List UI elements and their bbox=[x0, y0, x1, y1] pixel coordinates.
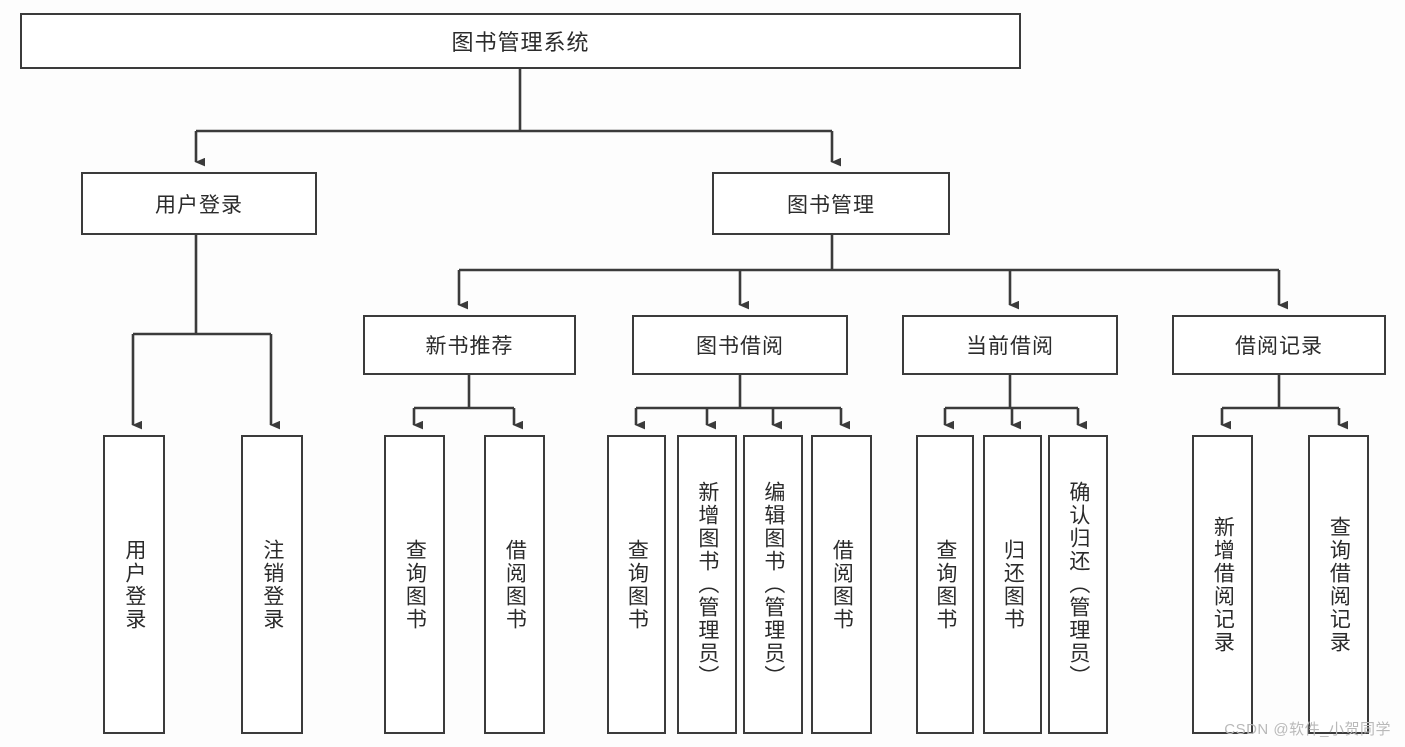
node-book-borrow[interactable]: 图书借阅 bbox=[632, 315, 848, 375]
leaf-label: 查询图书 bbox=[933, 538, 957, 631]
leaf-label: 归还图书 bbox=[1001, 538, 1025, 631]
leaf-label: 编辑图书（管理员） bbox=[761, 481, 785, 688]
leaf-borrow-record-1[interactable]: 查询借阅记录 bbox=[1308, 435, 1369, 734]
leaf-book-borrow-0[interactable]: 查询图书 bbox=[607, 435, 666, 734]
leaf-current-borrow-1[interactable]: 归还图书 bbox=[983, 435, 1042, 734]
node-user-login-label: 用户登录 bbox=[155, 193, 243, 217]
node-book-manage[interactable]: 图书管理 bbox=[712, 172, 950, 235]
leaf-new-book-rec-1[interactable]: 借阅图书 bbox=[484, 435, 545, 734]
leaf-book-borrow-2[interactable]: 编辑图书（管理员） bbox=[743, 435, 803, 734]
leaf-user-login-0[interactable]: 用户登录 bbox=[103, 435, 165, 734]
node-new-book-rec-label: 新书推荐 bbox=[425, 335, 514, 358]
node-borrow-record-label: 借阅记录 bbox=[1235, 335, 1323, 358]
leaf-user-login-1[interactable]: 注销登录 bbox=[241, 435, 303, 734]
leaf-book-borrow-1[interactable]: 新增图书（管理员） bbox=[677, 435, 737, 734]
leaf-current-borrow-0[interactable]: 查询图书 bbox=[916, 435, 974, 734]
leaf-borrow-record-0[interactable]: 新增借阅记录 bbox=[1192, 435, 1253, 734]
watermark: CSDN @软件_小贺同学 bbox=[1224, 721, 1391, 738]
leaf-label: 查询图书 bbox=[625, 538, 649, 631]
leaf-book-borrow-3[interactable]: 借阅图书 bbox=[811, 435, 872, 734]
node-current-borrow-label: 当前借阅 bbox=[966, 335, 1054, 358]
node-book-borrow-label: 图书借阅 bbox=[696, 335, 784, 358]
leaf-current-borrow-2[interactable]: 确认归还（管理员） bbox=[1048, 435, 1108, 734]
node-root-label: 图书管理系统 bbox=[451, 30, 590, 55]
leaf-label: 用户登录 bbox=[122, 538, 146, 631]
leaf-label: 新增借阅记录 bbox=[1211, 515, 1235, 654]
node-user-login[interactable]: 用户登录 bbox=[81, 172, 317, 235]
node-current-borrow[interactable]: 当前借阅 bbox=[902, 315, 1118, 375]
leaf-new-book-rec-0[interactable]: 查询图书 bbox=[384, 435, 445, 734]
node-root-system[interactable]: 图书管理系统 bbox=[20, 13, 1021, 69]
leaf-label: 借阅图书 bbox=[830, 538, 854, 631]
node-book-manage-label: 图书管理 bbox=[787, 193, 875, 217]
leaf-label: 查询图书 bbox=[403, 538, 427, 631]
leaf-label: 查询借阅记录 bbox=[1327, 515, 1351, 654]
leaf-label: 借阅图书 bbox=[503, 538, 527, 631]
leaf-label: 新增图书（管理员） bbox=[695, 481, 719, 688]
leaf-label: 注销登录 bbox=[260, 538, 284, 631]
node-new-book-rec[interactable]: 新书推荐 bbox=[363, 315, 576, 375]
node-borrow-record[interactable]: 借阅记录 bbox=[1172, 315, 1386, 375]
leaf-label: 确认归还（管理员） bbox=[1066, 481, 1090, 688]
